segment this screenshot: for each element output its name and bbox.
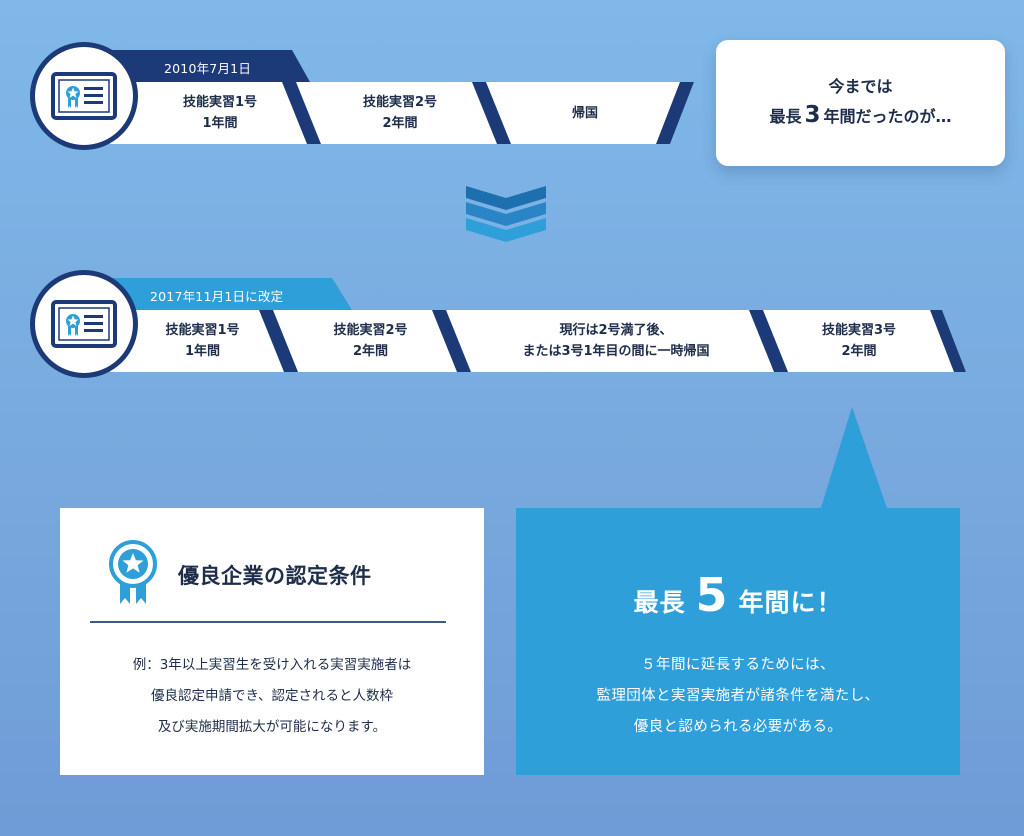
timeline-new-divider-1: [259, 310, 298, 372]
certificate-icon: [51, 300, 117, 348]
segment-duration: 1年間: [202, 116, 238, 131]
segment-label: 技能実習3号: [821, 323, 897, 338]
segment-label: 帰国: [571, 105, 598, 121]
timeline-new-divider-2: [432, 310, 471, 372]
segment-duration: または3号1年目の間に一時帰国: [522, 344, 710, 359]
segment-label: 技能実習1号: [182, 95, 258, 110]
timeline-old-bar: [110, 82, 694, 144]
certificate-badge-new: [30, 270, 138, 378]
certificate-icon: [51, 72, 117, 120]
timeline-new-segment-4: 技能実習3号 2年間: [784, 310, 934, 372]
timeline-old-date-tab: [110, 50, 310, 82]
result-line: ５年間に延長するためには、: [641, 657, 835, 673]
segment-duration: 1年間: [184, 344, 221, 359]
segment-label: 技能実習1号: [165, 323, 240, 338]
timeline-new-divider-3: [749, 310, 788, 372]
result-line: 監理団体と実習実施者が諸条件を満たし、: [596, 688, 880, 704]
timeline-old-date: 2010年7月1日: [164, 61, 252, 76]
conditions-line: 優良認定申請でき、認定されると人数枠: [150, 688, 394, 704]
conditions-body: 例：3年以上実習生を受け入れる実習実施者は 優良認定申請でき、認定されると人数枠…: [60, 650, 484, 743]
chevron-down-icon: [466, 186, 546, 242]
segment-label: 技能実習2号: [333, 323, 408, 338]
result-headline: 最長 5 年間に！: [516, 568, 960, 622]
timeline-new-date: 2017年11月1日に改定: [150, 289, 284, 304]
timeline-new-segment-1: 技能実習1号 1年間: [135, 310, 270, 372]
conditions-title: 優良企業の認定条件: [178, 564, 372, 588]
timeline-new-end-cap: [930, 310, 966, 372]
segment-duration: 2年間: [841, 344, 877, 359]
segment-label: 現行は2号満了後、: [559, 323, 673, 338]
segment-duration: 2年間: [382, 116, 418, 131]
timeline-old-segment-3: 帰国: [510, 82, 660, 144]
note-prefix: 最長: [769, 107, 802, 126]
timeline-new-segment-3: 現行は2号満了後、 または3号1年目の間に一時帰国: [466, 310, 766, 372]
conditions-divider: [90, 621, 446, 623]
result-box: 最長 5 年間に！ ５年間に延長するためには、 監理団体と実習実施者が諸条件を満たし…: [516, 508, 960, 775]
certificate-badge-old: [30, 42, 138, 150]
timeline-old-divider-1: [282, 82, 321, 144]
result-number: 5: [695, 568, 729, 622]
segment-label: 技能実習2号: [362, 95, 438, 110]
timeline-new-graphic: [110, 278, 966, 372]
result-suffix: 年間に！: [738, 588, 843, 617]
note-number: 3: [804, 102, 821, 128]
timeline-new-bar: [110, 310, 966, 372]
timeline-old-divider-2: [472, 82, 511, 144]
result-line: 優良と認められる必要がある。: [633, 719, 843, 735]
note-line-1: 今までは: [828, 77, 893, 96]
timeline-new-segment-2: 技能実習2号 2年間: [298, 310, 443, 372]
conditions-line: 例：3年以上実習生を受け入れる実習実施者は: [132, 657, 412, 673]
conditions-line: 及び実施期間拡大が可能になります。: [157, 719, 387, 735]
award-ribbon-icon: [109, 540, 157, 604]
segment-duration: 2年間: [352, 344, 389, 359]
blue-box-pointer: [820, 407, 888, 511]
timeline-old-segment-2: 技能実習2号 2年間: [320, 82, 480, 144]
result-body: ５年間に延長するためには、 監理団体と実習実施者が諸条件を満たし、 優良と認めら…: [516, 650, 960, 743]
timeline-new-date-tab: [110, 278, 352, 310]
timeline-old-graphic: [110, 50, 694, 144]
result-prefix: 最長: [633, 588, 686, 617]
timeline-old-segment-1: 技能実習1号 1年間: [150, 82, 290, 144]
note-suffix: 年間だったのが…: [823, 107, 952, 126]
timeline-old-end-cap: [656, 82, 694, 144]
